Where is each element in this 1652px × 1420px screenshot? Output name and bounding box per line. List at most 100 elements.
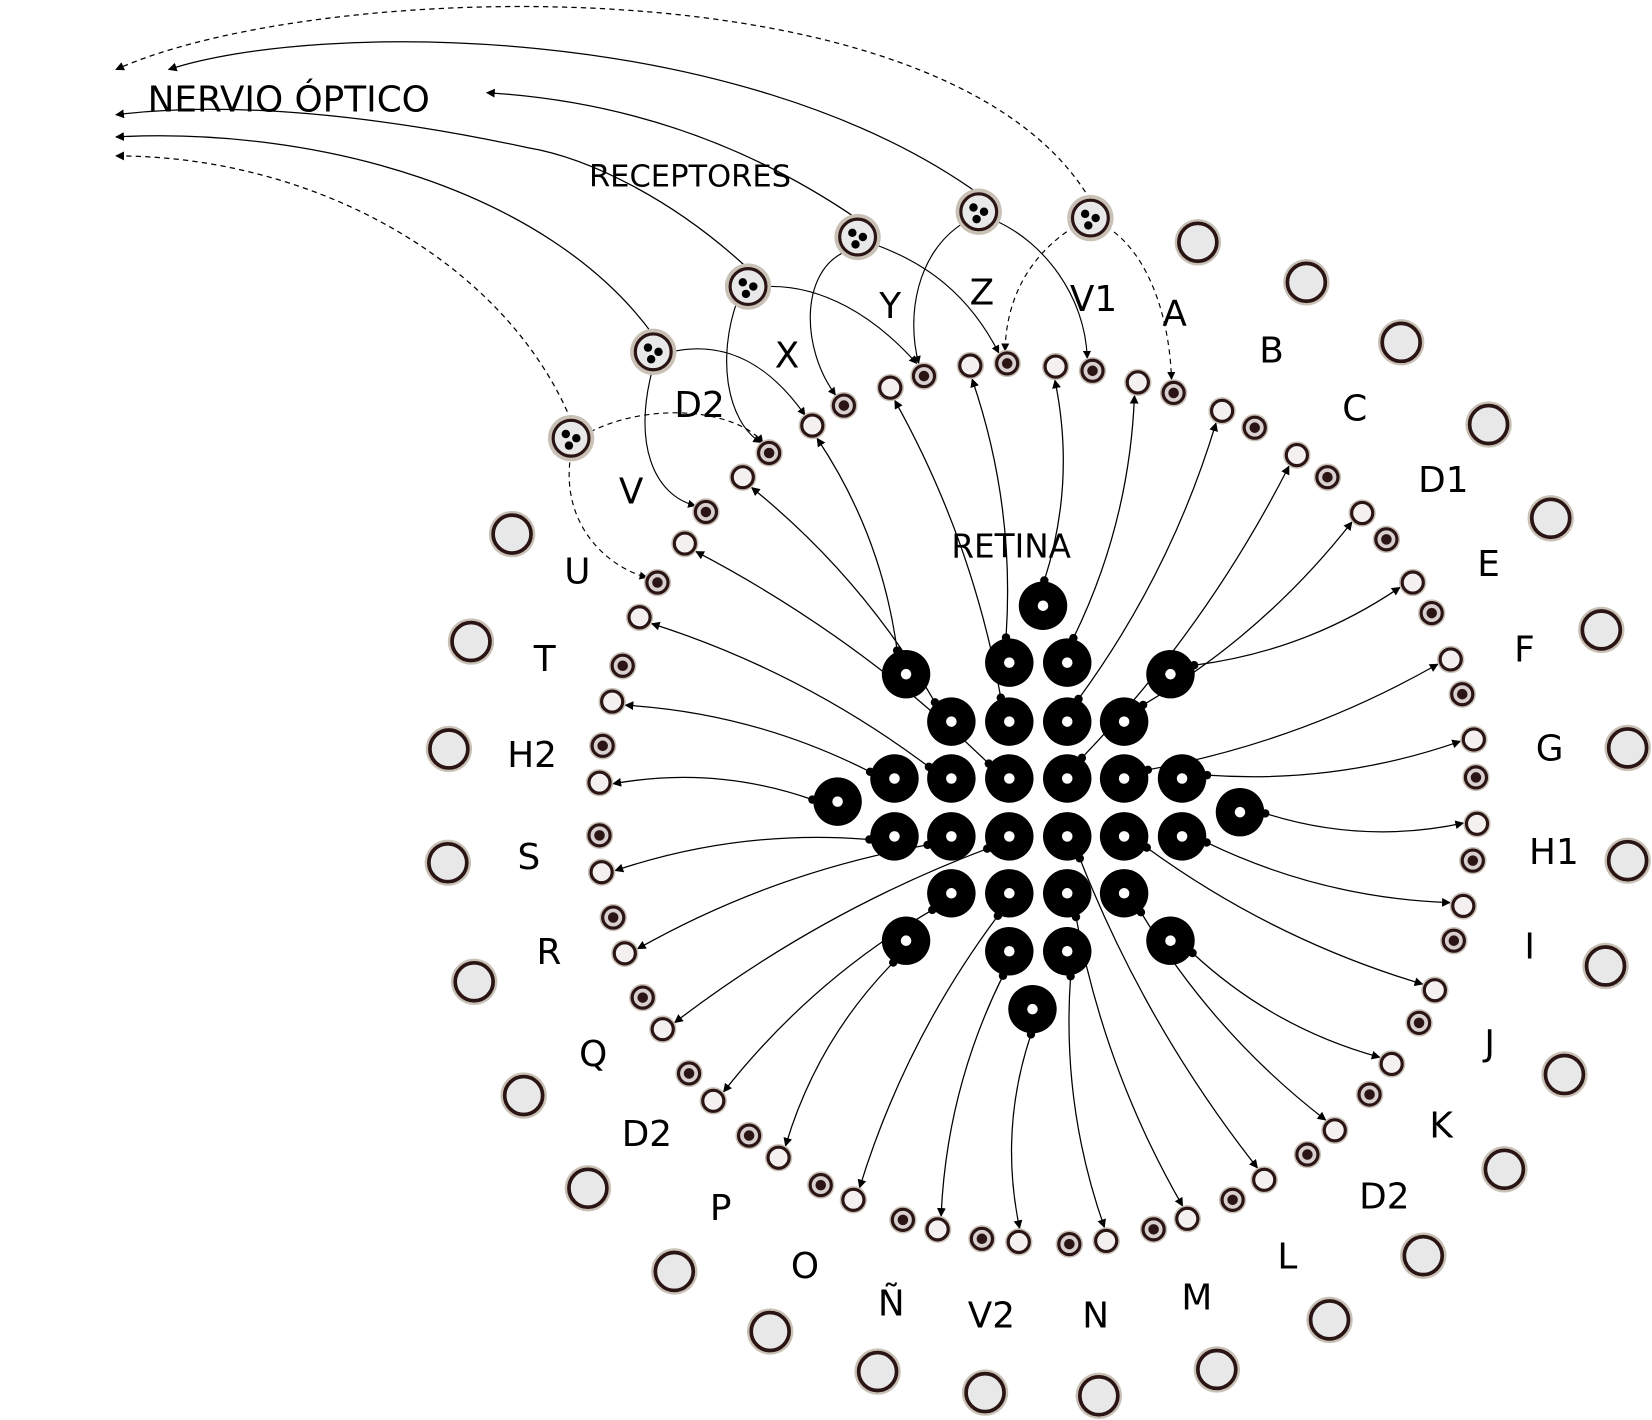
dark-cell-icon (1055, 1230, 1084, 1258)
dark-cell-icon (1078, 357, 1107, 385)
light-cell-icon (839, 1186, 868, 1214)
light-cell-icon (798, 411, 826, 440)
connection-line (937, 975, 1004, 1217)
receptor-fiber (765, 285, 918, 365)
dark-cell-icon (807, 1171, 835, 1199)
retina-neuron-icon (1043, 754, 1092, 803)
outer-cell-icon (1283, 259, 1330, 306)
light-cell-icon (1377, 1050, 1406, 1078)
sector-label: M (1181, 1277, 1212, 1318)
optic-nerve-fiber (115, 132, 654, 336)
labels: NERVIO ÓPTICO RECEPTORES RETINA ABCD1EFG… (148, 79, 1579, 1337)
dark-cell-icon (735, 1121, 763, 1150)
sector-label: A (1162, 294, 1187, 335)
outer-cell-icon (450, 958, 498, 1005)
dark-cell-icon (608, 652, 637, 680)
outer-cell-icon (1604, 837, 1651, 884)
outer-cell-icon (424, 839, 471, 886)
outer-cell-icon (1193, 1346, 1240, 1393)
outer-cell-icon (1465, 401, 1512, 448)
light-cell-icon (585, 768, 614, 797)
retina-neuron-icon (1008, 984, 1057, 1034)
outer-cell-icon (1174, 219, 1222, 266)
outer-cell-icon (447, 618, 495, 665)
dark-cell-icon (755, 439, 783, 467)
receptor-fiber (644, 366, 697, 508)
dark-cell-icon (1218, 1186, 1247, 1214)
optic-nerve-fiber (115, 108, 749, 270)
connection-line (1068, 976, 1106, 1229)
light-cell-icon (598, 687, 626, 716)
sector-label: P (710, 1188, 732, 1229)
connection-line (1077, 422, 1218, 700)
connection-line (1265, 812, 1465, 833)
retina-neuron-icon (985, 869, 1034, 918)
light-cell-icon (1460, 725, 1488, 754)
receptor-cluster-icon (547, 415, 595, 462)
light-cell-icon (1124, 368, 1152, 397)
retina-neuron-icon (1099, 869, 1149, 918)
light-cell-icon (671, 529, 699, 558)
sector-label: B (1259, 330, 1284, 371)
sector-label: K (1429, 1106, 1454, 1147)
retina-neuron-icon (1043, 812, 1092, 861)
retina-neuron-icon (813, 777, 862, 826)
light-cell-icon (1092, 1227, 1120, 1255)
sector-label: E (1477, 544, 1500, 585)
retina-neuron-icon (1157, 812, 1207, 861)
outer-cell-icon (746, 1308, 794, 1355)
light-cell-icon (649, 1015, 677, 1043)
dark-cell-icon (1440, 927, 1468, 955)
retina-neuron-icon (1157, 754, 1207, 803)
dark-cell-icon (1459, 846, 1487, 875)
receptor-fiber (996, 220, 1092, 359)
sector-label: H2 (507, 735, 557, 776)
sector-label: R (537, 932, 562, 973)
connection-line (857, 915, 999, 1189)
receptor-cluster-icon (724, 263, 772, 310)
light-cell-icon (923, 1215, 952, 1244)
outer-cell-icon (1400, 1232, 1447, 1279)
receptor-fiber (809, 252, 844, 396)
receptor-cluster-icon (834, 213, 881, 261)
retina-neuron-icon (1215, 787, 1265, 837)
dark-cell-icon (588, 732, 617, 760)
connection-line (1146, 847, 1424, 987)
retina-neuron-icon (881, 649, 931, 699)
light-cell-icon (1348, 499, 1376, 527)
retina-neuron-icon (1146, 649, 1195, 699)
outer-cell-icon (651, 1248, 698, 1295)
outer-cell-icon (1377, 319, 1425, 366)
retina-neuron-icon (985, 812, 1034, 861)
retina-neuron-icon (1099, 697, 1149, 746)
dark-cell-icon (692, 498, 720, 526)
receptor-fiber (726, 300, 762, 443)
connection-line (1194, 586, 1401, 666)
nerve-label: NERVIO ÓPTICO (148, 79, 430, 121)
receptor-fiber (568, 452, 648, 580)
sector-label: L (1277, 1236, 1297, 1277)
sector-label: Z (970, 272, 995, 313)
light-cell-icon (587, 858, 616, 886)
light-cell-icon (1173, 1205, 1202, 1233)
connection-line (1010, 1034, 1032, 1230)
dark-cell-icon (585, 821, 614, 850)
dark-cell-icon (1355, 1080, 1384, 1109)
outer-cell-icon (1578, 606, 1625, 654)
retina-neuron-icon (1146, 916, 1195, 965)
retina-neuron-icon (1099, 754, 1149, 803)
sector-label: D1 (1418, 460, 1468, 501)
sector-label: N (1082, 1295, 1109, 1336)
connection-line (612, 776, 813, 801)
dark-cell-icon (1159, 379, 1188, 407)
light-cell-icon (1463, 810, 1491, 838)
sector-label: Q (579, 1034, 607, 1075)
outer-cell-icon (1527, 495, 1574, 542)
dark-cell-icon (675, 1059, 703, 1088)
outer-cell-icon (854, 1348, 901, 1395)
light-cell-icon (1421, 976, 1449, 1004)
light-cell-icon (876, 373, 904, 402)
optic-nerve-fiber (115, 151, 572, 421)
